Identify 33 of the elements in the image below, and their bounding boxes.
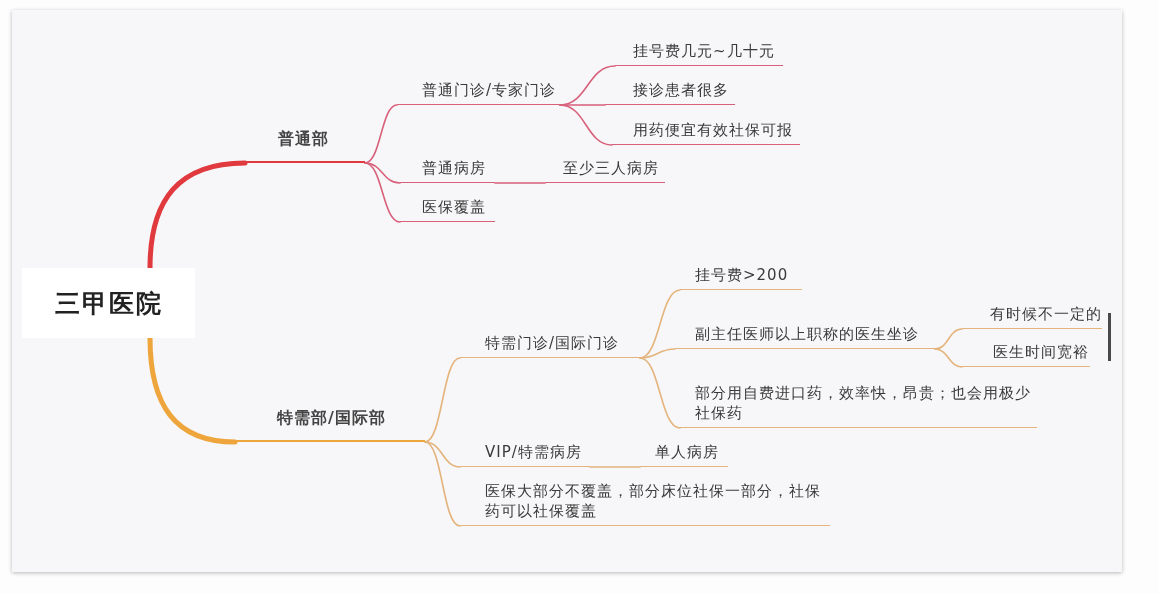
topic-label: 医生时间宽裕 xyxy=(962,337,1090,367)
branch-line xyxy=(934,348,963,368)
topic-label: VIP/特需病房 xyxy=(460,437,590,467)
topic-label: 挂号费>200 xyxy=(680,260,802,290)
branch-line xyxy=(424,357,461,443)
topic-label: 普通病房 xyxy=(400,153,495,183)
topic-label: 挂号费几元~几十元 xyxy=(615,36,783,66)
branch-line xyxy=(147,335,238,445)
topic-label: 特需门诊/国际门诊 xyxy=(460,328,640,358)
topic-label: 单人病房 xyxy=(640,437,728,467)
branch-line xyxy=(424,441,461,468)
branch-line xyxy=(147,160,248,271)
topic-label: 普通部 xyxy=(245,127,365,163)
central-topic-box: 三甲医院 xyxy=(22,268,195,338)
branch-line xyxy=(934,328,963,350)
branch-line xyxy=(639,348,676,359)
branch-line xyxy=(589,466,641,468)
branch-line xyxy=(364,162,401,184)
branch-line xyxy=(364,162,401,223)
branch-line xyxy=(559,104,613,146)
topic-label: 接诊患者很多 xyxy=(605,75,735,105)
topic-label: 部分用自费进口药，效率快，昂贵；也会用极少社保药 xyxy=(680,376,1037,428)
topic-label: 医保覆盖 xyxy=(400,192,495,222)
topic-label: 有时候不一定的 xyxy=(962,299,1102,329)
topic-label: 至少三人病房 xyxy=(545,153,665,183)
branch-line xyxy=(494,182,546,184)
topic-label: 用药便宜有效社保可报 xyxy=(612,115,800,145)
topic-label: 医保大部分不覆盖，部分床位社保一部分，社保药可以社保覆盖 xyxy=(460,474,830,526)
topic-label: 普通门诊/专家门诊 xyxy=(397,75,560,105)
topic-label: 副主任医师以上职称的医生坐诊 xyxy=(675,319,935,349)
topic-label: 特需部/国际部 xyxy=(235,404,425,442)
branch-line xyxy=(424,441,461,527)
branch-line xyxy=(639,357,681,429)
